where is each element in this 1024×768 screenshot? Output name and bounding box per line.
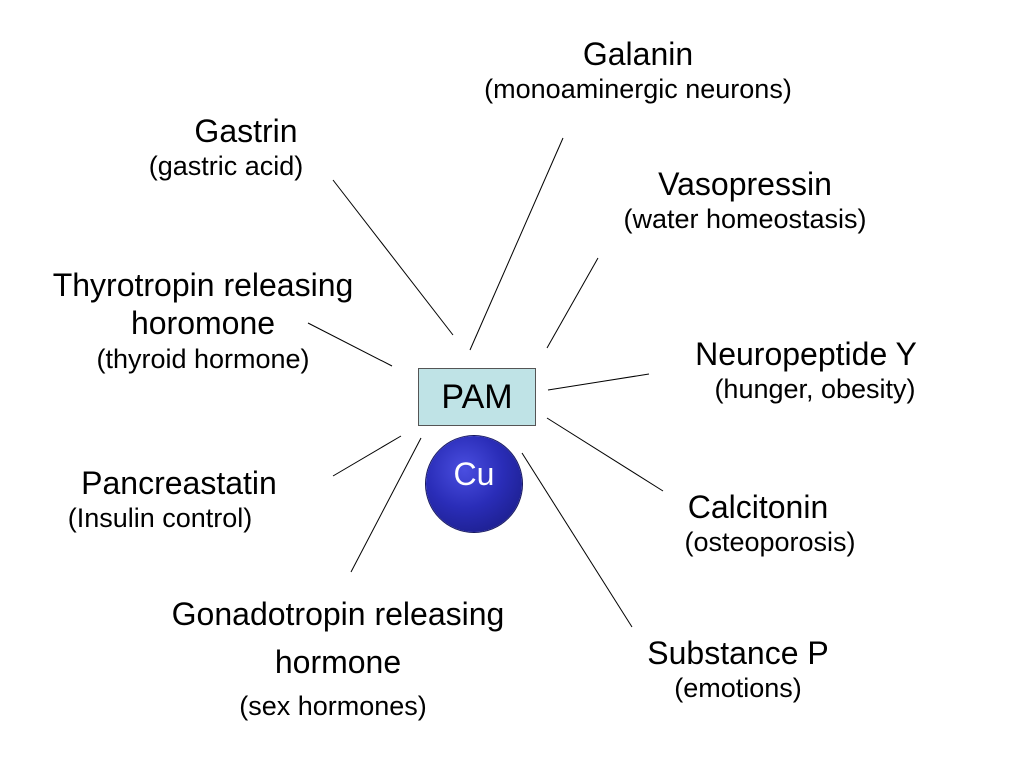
node-description: (gastric acid): [148, 151, 304, 182]
node-description: (hunger, obesity): [714, 374, 916, 405]
connector-gonadotropin: [350, 437, 422, 573]
node-pancreastatin: Pancreastatin (Insulin control): [30, 464, 320, 535]
connector-galanin: [469, 137, 564, 351]
connector-vasopressin: [546, 257, 599, 349]
node-description: (monoaminergic neurons): [484, 74, 792, 105]
connector-gastrin: [332, 179, 454, 336]
node-neuropeptide-y: Neuropeptide Y (hunger, obesity): [656, 335, 956, 406]
pam-enzyme-box: PAM: [418, 368, 536, 426]
connector-neuropeptide-y: [547, 373, 650, 391]
node-name: Gastrin: [194, 113, 298, 149]
node-description: (sex hormones): [239, 691, 427, 721]
node-name: Calcitonin: [687, 489, 829, 525]
copper-cofactor-circle: Cu: [426, 436, 522, 532]
node-vasopressin: Vasopressin (water homeostasis): [575, 165, 915, 236]
pam-label: PAM: [441, 377, 513, 416]
node-calcitonin: Calcitonin (osteoporosis): [640, 488, 900, 559]
node-name: Galanin: [582, 36, 694, 72]
node-gonadotropin: Gonadotropin releasing hormone (sex horm…: [118, 590, 558, 722]
node-description: (thyroid hormone): [96, 343, 310, 374]
node-gastrin: Gastrin (gastric acid): [96, 112, 356, 183]
node-name: Substance P: [647, 635, 829, 671]
node-galanin: Galanin (monoaminergic neurons): [438, 35, 838, 106]
connector-calcitonin: [546, 417, 664, 492]
node-description: (osteoporosis): [684, 527, 856, 558]
node-thyrotropin: Thyrotropin releasing horomone (thyroid …: [8, 266, 398, 375]
node-name: Neuropeptide Y: [695, 336, 917, 372]
node-description: (emotions): [674, 673, 802, 704]
connector-thyrotropin: [307, 322, 393, 367]
node-name: Vasopressin: [658, 166, 832, 202]
connector-pancreastatin: [332, 435, 402, 477]
node-description: (water homeostasis): [623, 204, 867, 235]
node-name: Pancreastatin: [81, 465, 277, 501]
node-name: Gonadotropin releasing hormone: [171, 596, 505, 680]
node-description: (Insulin control): [67, 503, 253, 534]
cu-label: Cu: [453, 456, 495, 492]
node-substance-p: Substance P (emotions): [608, 634, 868, 705]
node-name: Thyrotropin releasing horomone: [52, 267, 354, 342]
connector-substance-p: [521, 452, 633, 628]
